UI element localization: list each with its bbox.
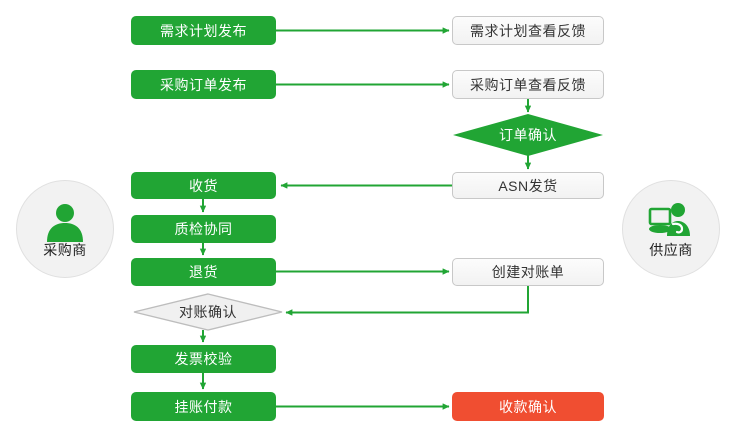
node-quality-collaboration-label: 质检协同 [174, 221, 233, 237]
node-return-goods-label: 退货 [189, 264, 218, 280]
actor-buyer[interactable]: 采购商 [16, 180, 114, 278]
node-invoice-check[interactable]: 发票校验 [131, 345, 276, 373]
node-po-feedback[interactable]: 采购订单查看反馈 [452, 70, 604, 99]
node-demand-plan-publish[interactable]: 需求计划发布 [131, 16, 276, 45]
person-icon [47, 203, 83, 242]
node-receive-goods-label: 收货 [189, 177, 218, 194]
person-with-computer-icon [648, 202, 690, 236]
node-statement-confirm-label: 对账确认 [179, 304, 237, 320]
node-payable-payment[interactable]: 挂账付款 [131, 392, 276, 421]
node-po-feedback-label: 采购订单查看反馈 [470, 76, 586, 93]
actor-supplier-label: 供应商 [649, 241, 693, 258]
node-quality-collaboration[interactable]: 质检协同 [131, 215, 276, 243]
node-po-publish-label: 采购订单发布 [160, 76, 247, 93]
diamond-shape-order-confirm [453, 114, 603, 156]
diamond-shape-statement-confirm [133, 293, 283, 331]
node-payable-payment-label: 挂账付款 [174, 398, 233, 415]
node-demand-plan-publish-label: 需求计划发布 [160, 22, 247, 39]
node-create-statement[interactable]: 创建对账单 [452, 258, 604, 286]
node-statement-confirm[interactable]: 对账确认 [133, 293, 283, 331]
node-create-statement-label: 创建对账单 [491, 264, 565, 280]
node-receipt-confirm-label: 收款确认 [499, 398, 557, 415]
node-demand-plan-feedback[interactable]: 需求计划查看反馈 [452, 16, 604, 45]
node-demand-plan-feedback-label: 需求计划查看反馈 [470, 22, 586, 39]
actor-supplier[interactable]: 供应商 [622, 180, 720, 278]
node-po-publish[interactable]: 采购订单发布 [131, 70, 276, 99]
node-order-confirm-label: 订单确认 [499, 127, 557, 143]
node-invoice-check-label: 发票校验 [174, 351, 233, 367]
node-asn-ship-label: ASN发货 [498, 177, 558, 194]
node-asn-ship[interactable]: ASN发货 [452, 172, 604, 199]
edge-create-statement-to-statement-confirm [285, 286, 529, 316]
node-receipt-confirm[interactable]: 收款确认 [452, 392, 604, 421]
node-return-goods[interactable]: 退货 [131, 258, 276, 286]
actor-buyer-label: 采购商 [43, 241, 87, 258]
node-order-confirm[interactable]: 订单确认 [453, 114, 603, 156]
node-receive-goods[interactable]: 收货 [131, 172, 276, 199]
